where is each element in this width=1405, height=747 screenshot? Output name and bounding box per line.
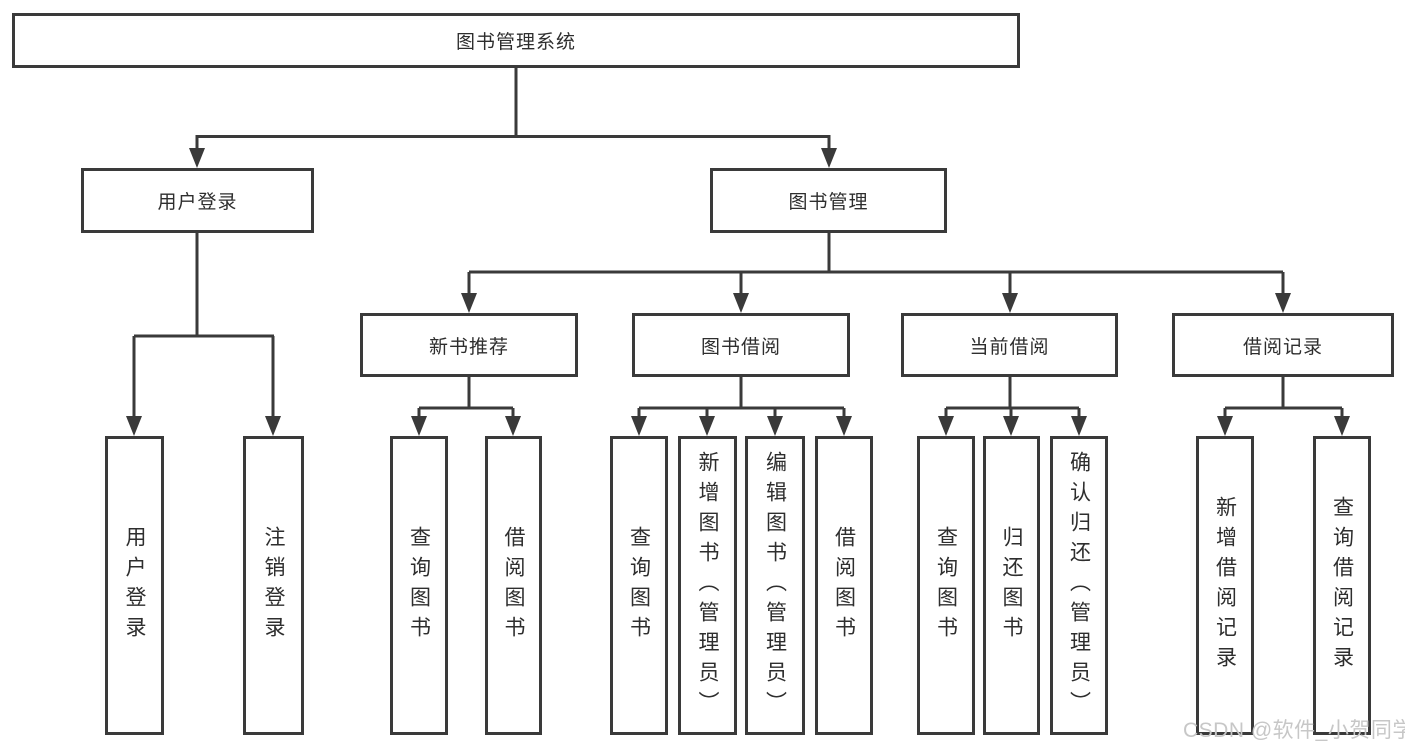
leaf-query-books-current: 查询图书 [917, 436, 975, 735]
node-user-login-branch: 用户登录 [81, 168, 314, 233]
node-library-system-root: 图书管理系统 [12, 13, 1020, 68]
leaf-add-books-admin: 新增图书（管理员） [678, 436, 737, 735]
leaf-query-books-recommend: 查询图书 [390, 436, 448, 735]
connector-lines [132, 68, 1344, 419]
node-book-borrowing: 图书借阅 [632, 313, 850, 377]
csdn-watermark: CSDN @软件_小贺同学 [1183, 719, 1405, 742]
leaf-query-books-borrowing: 查询图书 [610, 436, 668, 735]
leaf-return-books: 归还图书 [983, 436, 1040, 735]
leaf-logout: 注销登录 [243, 436, 304, 735]
node-book-management-branch: 图书管理 [710, 168, 947, 233]
node-current-borrowing: 当前借阅 [901, 313, 1118, 377]
leaf-query-borrow-record: 查询借阅记录 [1313, 436, 1371, 735]
leaf-add-borrow-record: 新增借阅记录 [1196, 436, 1254, 735]
node-borrowing-records: 借阅记录 [1172, 313, 1394, 377]
leaf-user-login: 用户登录 [105, 436, 164, 735]
leaf-edit-books-admin: 编辑图书（管理员） [745, 436, 805, 735]
leaf-borrow-books-recommend: 借阅图书 [485, 436, 542, 735]
leaf-confirm-return-admin: 确认归还（管理员） [1050, 436, 1108, 735]
leaf-borrow-books: 借阅图书 [815, 436, 873, 735]
node-new-book-recommend: 新书推荐 [360, 313, 578, 377]
